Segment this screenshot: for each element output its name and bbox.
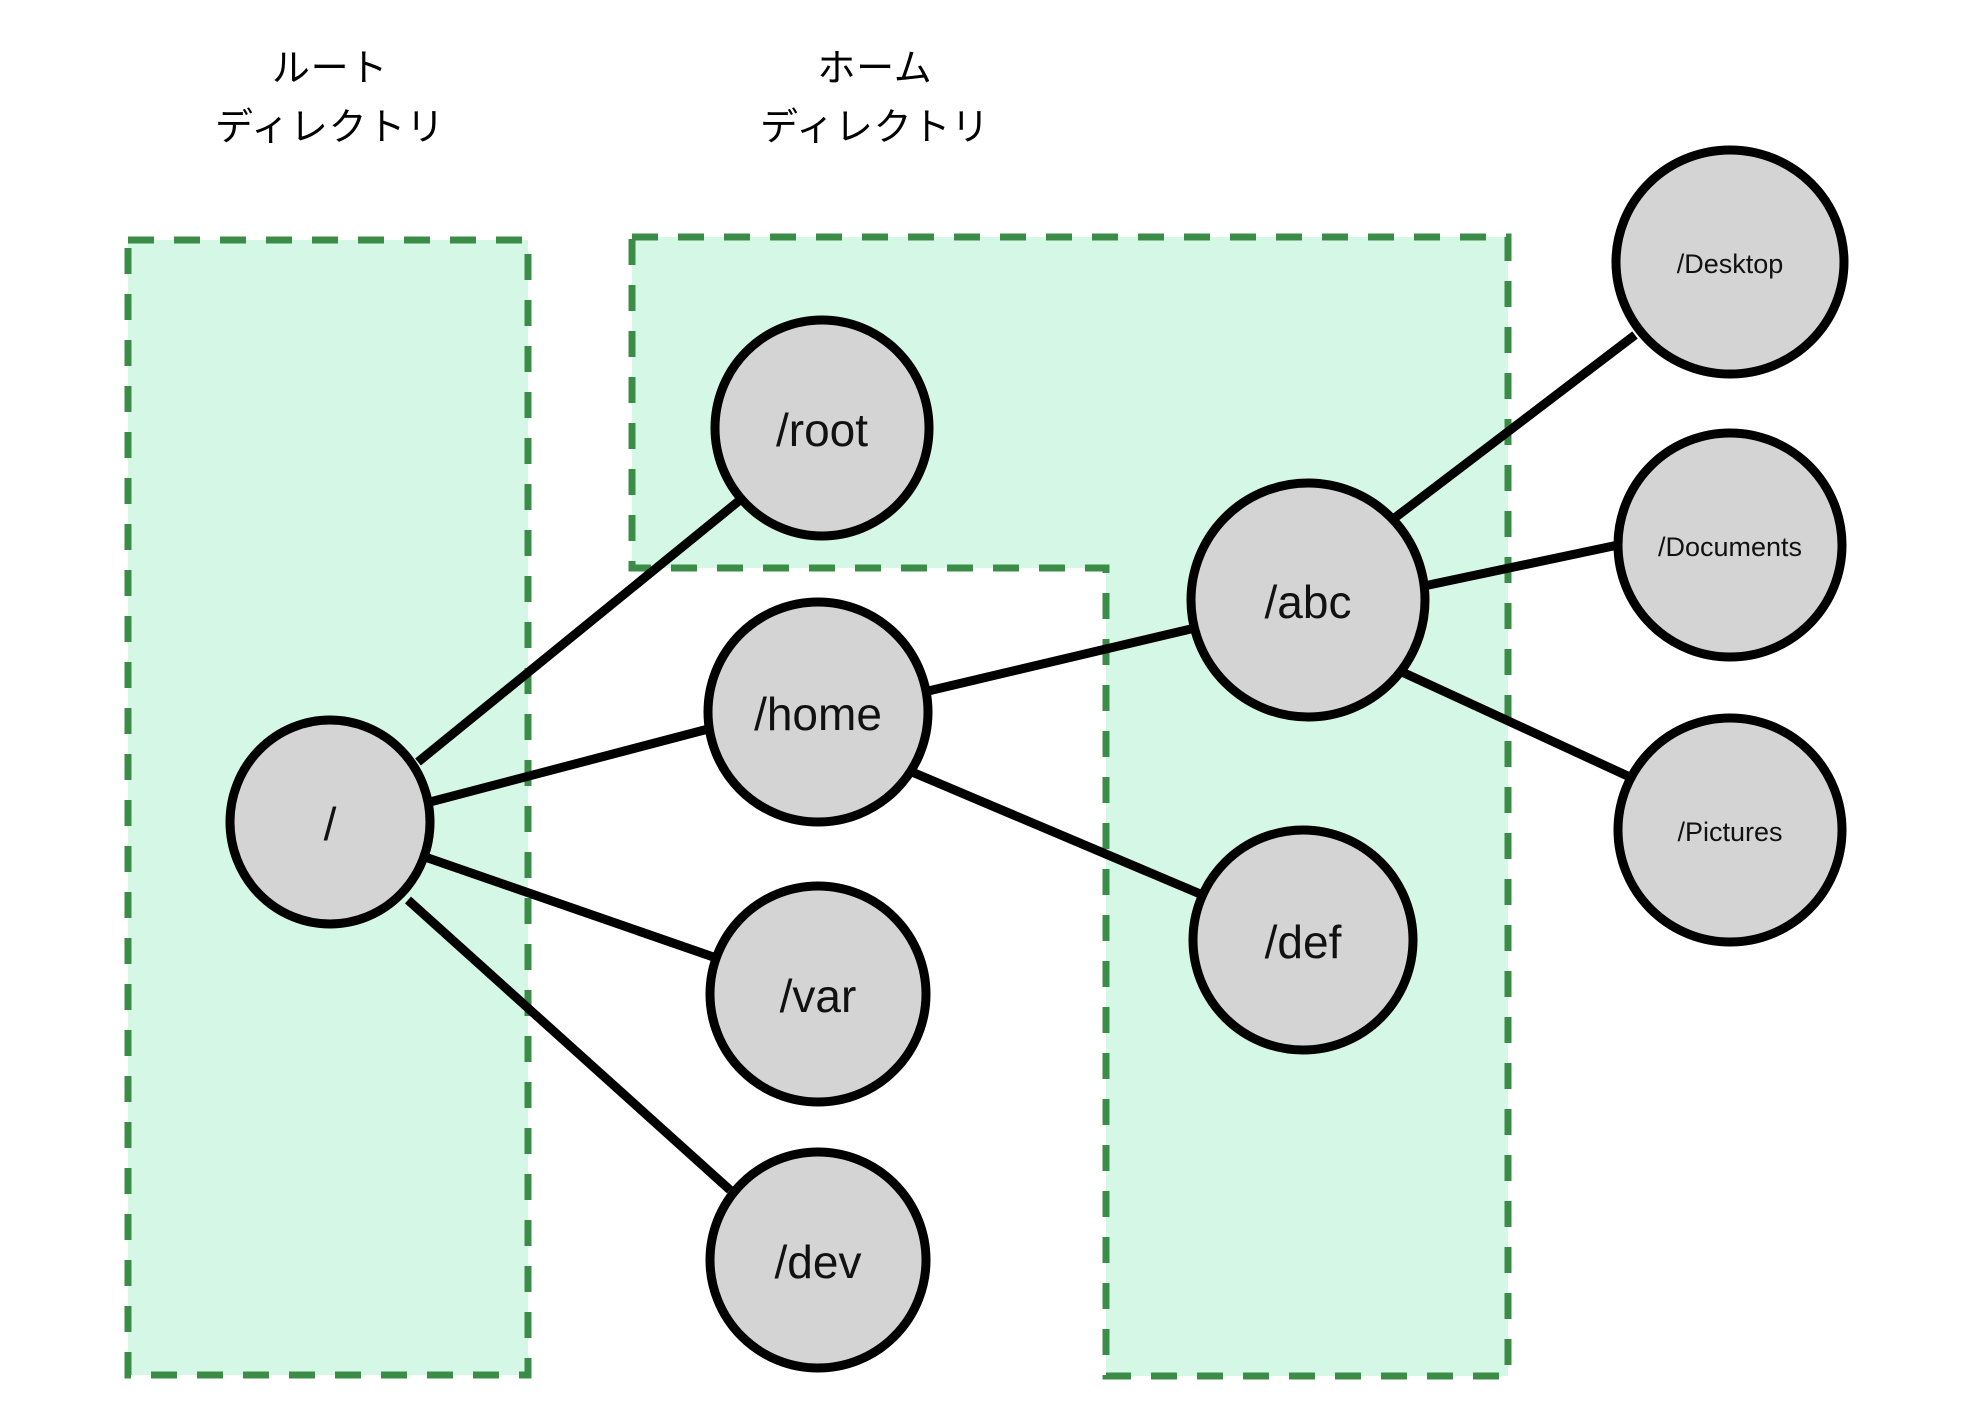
node-label-var: /var <box>780 970 857 1022</box>
node-label-desktop: /Desktop <box>1677 249 1784 279</box>
edge-root-to-home <box>428 723 714 807</box>
node-label-home: /home <box>754 688 882 740</box>
node-circle-var[interactable] <box>705 881 931 1107</box>
node-label-dev: /dev <box>775 1236 862 1288</box>
edge-root-to-rootdir <box>415 496 743 766</box>
edge-root-to-dev <box>404 896 734 1194</box>
node-label-rootdir: /root <box>776 404 868 456</box>
nodes-layer: / /root/home/var/dev/abc/def/Desktop/Docu… <box>225 145 1849 1373</box>
node-label-def: /def <box>1265 916 1342 968</box>
node-root[interactable]: / <box>225 715 435 929</box>
edge-abc-to-desktop <box>1389 331 1638 524</box>
node-abc[interactable]: /abc <box>1186 478 1430 722</box>
node-circle-documents[interactable] <box>1613 428 1847 662</box>
edge-abc-to-documents <box>1423 540 1619 591</box>
edge-home-to-def <box>910 767 1207 901</box>
edge-home-to-abc <box>922 623 1197 697</box>
node-home[interactable]: /home <box>703 597 933 827</box>
group-label-root-directory: ルート ディレクトリ <box>215 48 445 149</box>
edge-root-to-var <box>426 853 724 965</box>
node-label-documents: /Documents <box>1658 532 1802 562</box>
node-desktop[interactable]: /Desktop <box>1611 145 1849 379</box>
node-pictures[interactable]: /Pictures <box>1613 713 1847 947</box>
node-var[interactable]: /var <box>705 881 931 1107</box>
node-circle-def[interactable] <box>1188 825 1418 1055</box>
node-circle-home[interactable] <box>703 597 933 827</box>
node-dev[interactable]: /dev <box>705 1147 931 1373</box>
node-circle-pictures[interactable] <box>1613 713 1847 947</box>
edge-abc-to-pictures <box>1400 667 1634 783</box>
node-circle-abc[interactable] <box>1186 478 1430 722</box>
node-label-root: / <box>324 798 337 850</box>
node-label-pictures: /Pictures <box>1677 817 1782 847</box>
node-circle-root[interactable] <box>225 715 435 929</box>
node-label-abc: /abc <box>1265 576 1352 628</box>
node-def[interactable]: /def <box>1188 825 1418 1055</box>
node-circle-desktop[interactable] <box>1611 145 1849 379</box>
edges-layer <box>404 331 1638 1194</box>
node-documents[interactable]: /Documents <box>1613 428 1847 662</box>
group-label-home-directory: ホーム ディレクトリ <box>760 48 990 149</box>
node-circle-rootdir[interactable] <box>710 315 934 541</box>
node-rootdir[interactable]: /root <box>710 315 934 541</box>
node-circle-dev[interactable] <box>705 1147 931 1373</box>
